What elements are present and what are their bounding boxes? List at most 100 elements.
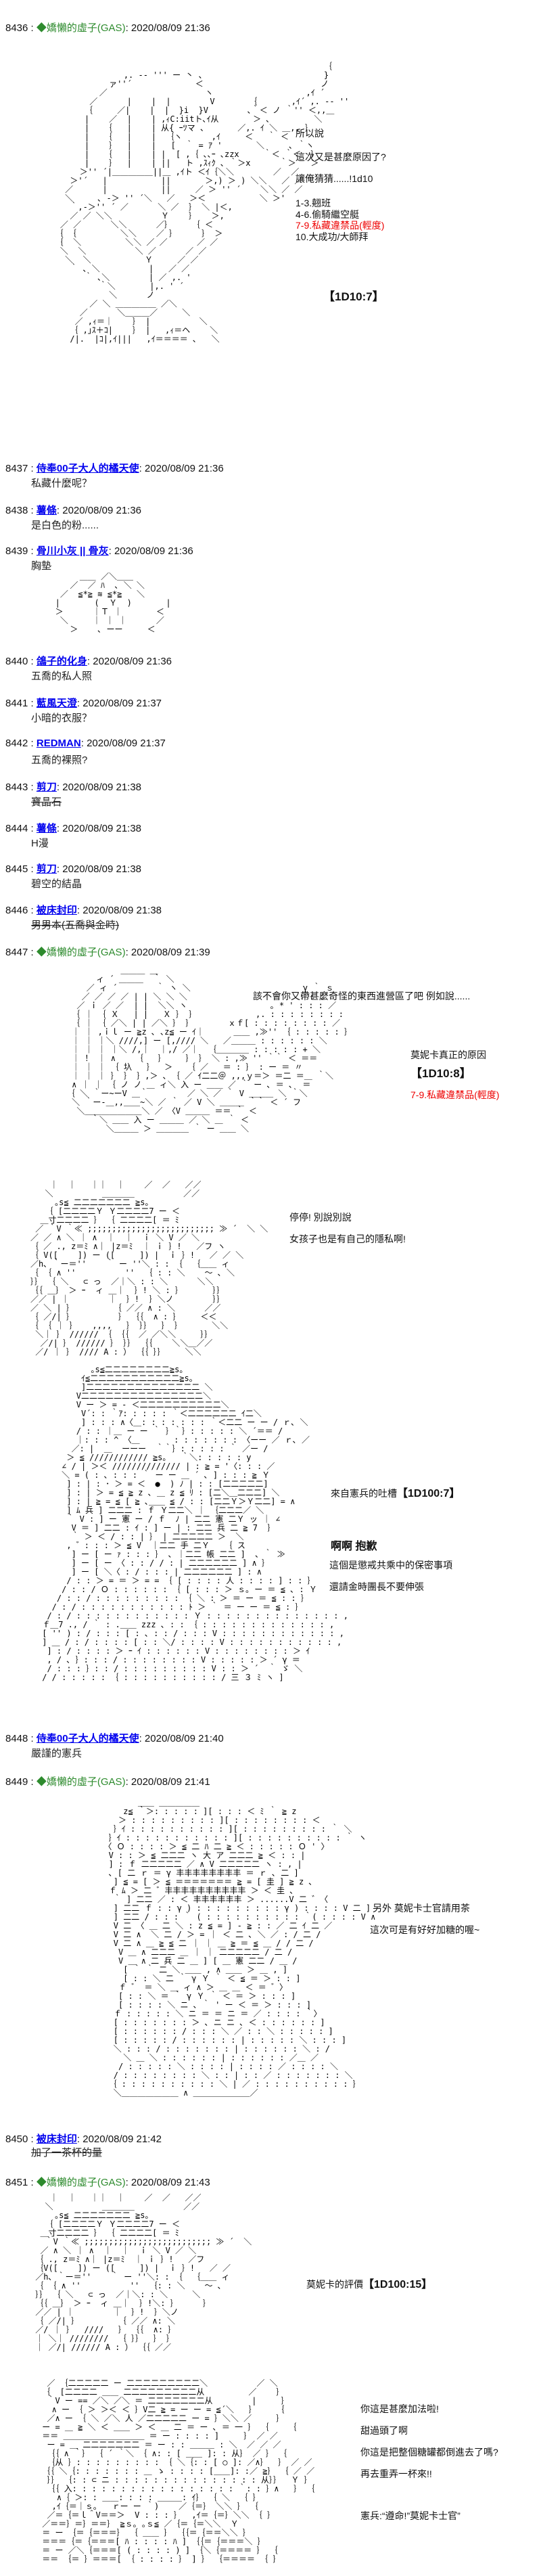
- post-header: 8448 : 侍奉00子大人的橘天使: 2020/08/09 21:40: [5, 1731, 224, 1745]
- post-author[interactable]: REDMAN: [36, 738, 81, 749]
- post-author[interactable]: 被床封印: [36, 2133, 77, 2145]
- post-date: : 2020/08/09 21:37: [80, 738, 166, 749]
- dialogue-text: 這次可是有好好加糖的喔~: [370, 1923, 479, 1937]
- post-date: : 2020/08/09 21:42: [76, 2133, 162, 2145]
- post-number: 8449: [5, 1776, 28, 1788]
- post-number: 8450: [5, 2133, 28, 2145]
- post-author[interactable]: 剪刀: [36, 863, 57, 875]
- dialogue-text: 來自憲兵的吐槽【1D100:7】: [331, 1484, 460, 1500]
- post-author: ◆嬌懶的虛子(GAS): [36, 22, 126, 34]
- post-author[interactable]: 侍奉00子大人的橘天使: [36, 1733, 139, 1744]
- ascii-art: ＿＿ ／＼＿＿ ／ ／ ﾊ ､ ＼ ＼ ／ ≦*≧ ≋ ≦*≧ ＼ | ( Ｙ …: [55, 572, 171, 634]
- ascii-art: ＿＿ ＿＿＿＿＿ z≦ ｀＞: : : : : ][ : : : ＜ ﾐ ｀ ≧…: [103, 1798, 376, 2098]
- post-date: : 2020/08/09 21:38: [56, 863, 142, 875]
- post-author[interactable]: 被床封印: [36, 905, 77, 916]
- post-separator: :: [28, 2177, 37, 2188]
- dialogue-text: 【1D10:8】: [410, 1064, 471, 1081]
- dialogue-text: 另外 莫妮卡士官請用茶: [373, 1901, 470, 1915]
- dialogue-text: 莫妮卡真正的原因: [410, 1048, 486, 1062]
- post-separator: :: [28, 698, 37, 709]
- post-header: 8445 : 剪刀: 2020/08/09 21:38: [5, 861, 141, 876]
- dialogue-text: 所以說: [296, 127, 324, 140]
- post-author[interactable]: 侍奉00子大人的橘天使: [36, 463, 139, 474]
- post-header: 8447 : ◆嬌懶的虛子(GAS): 2020/08/09 21:39: [5, 945, 210, 959]
- dialogue-segment: 這次又是甚麼原因了?: [296, 152, 386, 162]
- post-separator: :: [28, 22, 37, 34]
- dialogue-segment: 再去重弄一杯來!!: [360, 2468, 432, 2479]
- post-author: ◆嬌懶的虛子(GAS): [36, 2177, 126, 2188]
- post-body: 寶晶石: [31, 796, 62, 808]
- post-author[interactable]: 薯條: [36, 823, 57, 834]
- dialogue-text: 【1D10:7】: [323, 287, 384, 304]
- post-header: 8442 : REDMAN: 2020/08/09 21:37: [5, 738, 166, 749]
- post-author[interactable]: 藍風天澄: [36, 698, 77, 709]
- dialogue-segment: 女孩子也是有自己的隱私啊!: [289, 1234, 406, 1244]
- post-number: 8437: [5, 463, 28, 474]
- post-header: 8439 : 骨川小灰 || 骨灰: 2020/08/09 21:36: [5, 543, 193, 558]
- post-date: : 2020/08/09 21:36: [125, 22, 210, 34]
- post-separator: :: [28, 505, 37, 516]
- post-number: 8451: [5, 2177, 28, 2188]
- post-number: 8438: [5, 505, 28, 516]
- post-number: 8447: [5, 947, 28, 958]
- post-date: : 2020/08/09 21:38: [76, 905, 162, 916]
- post-number: 8436: [5, 22, 28, 34]
- dice-roll: 【1D100:7】: [397, 1488, 461, 1499]
- dialogue-text: 你這是把整個糖罐都倒進去了嗎?: [360, 2445, 498, 2459]
- dialogue-segment: 7-9.私藏違禁品(輕度): [296, 220, 385, 231]
- dialogue-text: 10.大成功/大師拜: [296, 230, 368, 244]
- post-separator: :: [28, 656, 37, 667]
- post-body: 胸墊: [31, 560, 52, 572]
- post-body: H漫: [31, 838, 49, 849]
- post-author[interactable]: 鴿子的化身: [36, 656, 87, 667]
- post-separator: :: [28, 823, 37, 834]
- dialogue-segment: 該不會你又帶甚麼奇怪的東西進營區了吧 例如說......: [253, 991, 471, 1001]
- dialogue-segment: 10.大成功/大師拜: [296, 231, 369, 242]
- post-number: 8440: [5, 656, 28, 667]
- post-body: 男男本(五喬與金時): [31, 920, 119, 931]
- post-date: : 2020/08/09 21:36: [87, 656, 172, 667]
- post-date: : 2020/08/09 21:37: [76, 698, 162, 709]
- post-header: 8437 : 侍奉00子大人的橘天使: 2020/08/09 21:36: [5, 461, 224, 475]
- post-date: : 2020/08/09 21:39: [125, 947, 210, 958]
- post-date: : 2020/08/09 21:36: [139, 463, 224, 474]
- post-date: : 2020/08/09 21:41: [125, 1776, 210, 1788]
- ascii-art: ｜ ｜ ｜｜ ｜ ／ ／ ／／ ＼ ＿＿＿＿ ／／ ｡s≦ 二二二二二二二 ≧s…: [30, 1180, 268, 1357]
- dialogue-text: 停停! 別說別說: [289, 1211, 352, 1224]
- dialogue-segment: 所以說: [296, 128, 324, 139]
- post-author[interactable]: 剪刀: [36, 782, 57, 793]
- post-date: : 2020/08/09 21:36: [56, 505, 142, 516]
- post-author: ◆嬌懶的虛子(GAS): [36, 1776, 126, 1788]
- post-separator: :: [28, 782, 37, 793]
- post-separator: :: [28, 905, 37, 916]
- post-number: 8441: [5, 698, 28, 709]
- post-number: 8442: [5, 738, 28, 749]
- post-body: 五喬的私人照: [31, 671, 93, 682]
- dialogue-text: 7-9.私藏違禁品(輕度): [296, 219, 384, 232]
- post-header: 8446 : 被床封印: 2020/08/09 21:38: [5, 903, 162, 917]
- dialogue-text: 甜過頭了啊: [360, 2424, 408, 2437]
- dialogue-text: 還請金時團長不要伸張: [329, 1580, 424, 1594]
- post-author[interactable]: 骨川小灰 || 骨灰: [36, 545, 109, 557]
- post-author[interactable]: 薯條: [36, 505, 57, 516]
- post-header: 8443 : 剪刀: 2020/08/09 21:38: [5, 779, 141, 794]
- post-separator: :: [28, 863, 37, 875]
- post-date: : 2020/08/09 21:43: [125, 2177, 210, 2188]
- dialogue-segment: 你這是把整個糖罐都倒進去了嗎?: [360, 2447, 498, 2458]
- post-separator: :: [28, 738, 37, 749]
- dialogue-segment: 4-6.偷騎繼空艇: [296, 209, 360, 220]
- post-number: 8446: [5, 905, 28, 916]
- dialogue-segment: 7-9.私藏違禁品(輕度): [410, 1089, 500, 1100]
- post-header: 8449 : ◆嬌懶的虛子(GAS): 2020/08/09 21:41: [5, 1774, 210, 1788]
- post-date: : 2020/08/09 21:36: [108, 545, 193, 557]
- post-body: 加了一茶杯的量: [31, 2147, 103, 2159]
- post-separator: :: [28, 463, 37, 474]
- post-header: 8440 : 鴿子的化身: 2020/08/09 21:36: [5, 654, 172, 668]
- ascii-art: ／ ｛二二二二二 ー 二二二二二二二二二＼ ／ ＼ ｛ [二二二二 ＿＿ 二二二…: [42, 2378, 315, 2564]
- dialogue-text: 你這是甚麼加法啦!: [360, 2402, 439, 2416]
- ascii-art: ｡s≦二二二二二二二二≧s｡ ｲ≦二二二二二二二二二二二≧s｡ ]二二二二二二二…: [42, 1365, 348, 1682]
- post-number: 8444: [5, 823, 28, 834]
- post-body: 嚴謹的憲兵: [31, 1748, 83, 1759]
- ascii-art: ＿＿＿ ＿ ィ ´ ＿＿＿ ｀ ＼ ／ ィ ´ ｀ ヽ ＼ γ ｀ ｓ ／ ／ …: [66, 966, 352, 1133]
- dialogue-segment: 讓俺猜猜......!1d10: [296, 173, 373, 184]
